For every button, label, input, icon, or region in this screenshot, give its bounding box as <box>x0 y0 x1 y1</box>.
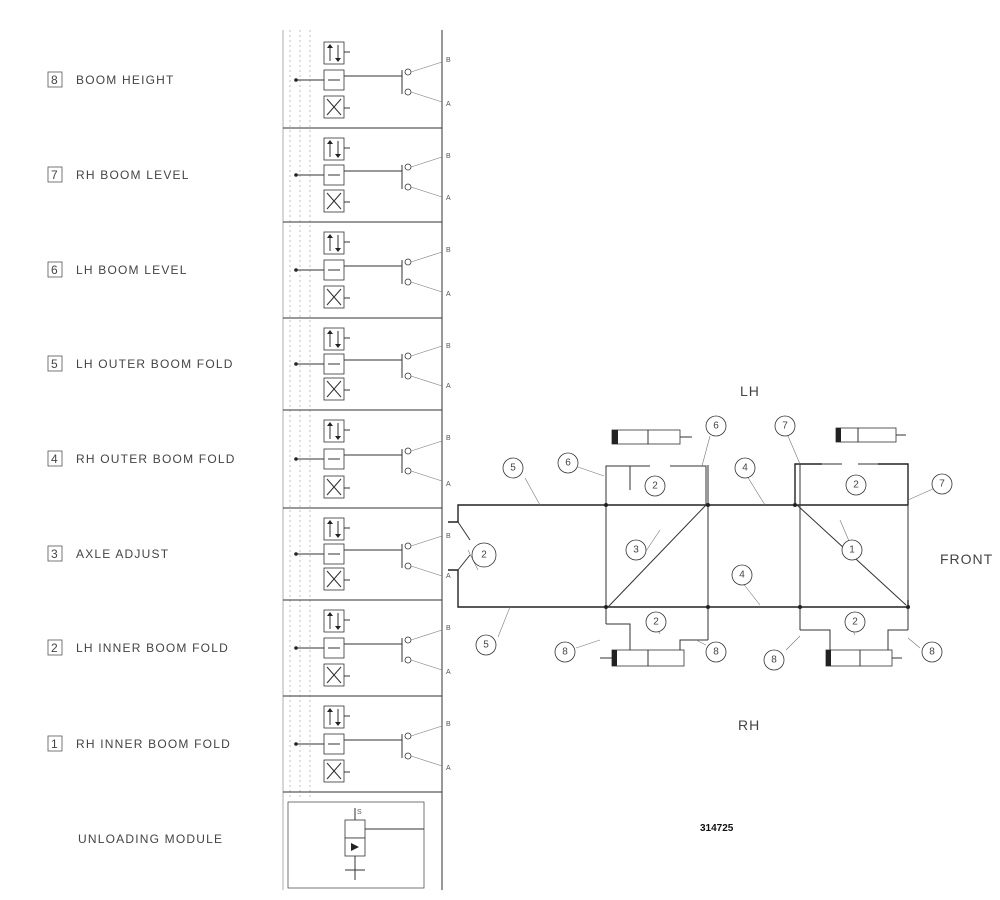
callout-1: 1 <box>841 539 863 561</box>
module-label-2: 2 LH INNER BOOM FOLD <box>47 639 229 656</box>
svg-text:2: 2 <box>481 550 487 561</box>
valve-section-3 <box>294 517 443 591</box>
module-index: 5 <box>51 357 58 371</box>
svg-text:8: 8 <box>929 647 935 658</box>
module-label-8: 8 BOOM HEIGHT <box>47 71 175 88</box>
port-a: A <box>446 195 451 202</box>
port-b: B <box>446 533 451 540</box>
side-label-rh: RH <box>738 717 760 733</box>
module-name: LH BOOM LEVEL <box>76 263 188 277</box>
module-name: LH INNER BOOM FOLD <box>76 641 229 655</box>
port-a: A <box>446 101 451 108</box>
port-b: B <box>446 625 451 632</box>
svg-text:4: 4 <box>739 570 745 581</box>
module-index: 2 <box>51 641 58 655</box>
module-label-7: 7 RH BOOM LEVEL <box>47 166 190 183</box>
module-label-4: 4 RH OUTER BOOM FOLD <box>47 450 236 467</box>
callout-2-bottom-right: 2 <box>844 611 866 633</box>
drawing-number: 314725 <box>700 823 734 834</box>
unloading-module-symbol: S <box>287 801 425 889</box>
callout-4-top: 4 <box>734 457 756 479</box>
valve-section-6 <box>294 231 443 309</box>
callouts: 5 6 2 6 7 2 7 4 3 1 4 2 5 8 2 8 8 2 8 <box>471 415 953 671</box>
callout-8-1: 8 <box>554 641 576 663</box>
port-b: B <box>446 153 451 160</box>
svg-text:2: 2 <box>853 480 859 491</box>
port-b: B <box>446 721 451 728</box>
module-label-3: 3 AXLE ADJUST <box>47 545 169 562</box>
port-b: B <box>446 435 451 442</box>
svg-text:2: 2 <box>652 481 658 492</box>
svg-text:6: 6 <box>713 421 719 432</box>
module-label-6: 6 LH BOOM LEVEL <box>47 261 188 278</box>
svg-text:8: 8 <box>562 647 568 658</box>
svg-text:7: 7 <box>782 421 788 432</box>
svg-text:4: 4 <box>742 463 748 474</box>
callout-4-bottom: 4 <box>731 564 753 586</box>
valve-section-2 <box>294 609 443 687</box>
module-index: 1 <box>51 737 58 751</box>
callout-2-top: 2 <box>644 475 666 497</box>
svg-text:2: 2 <box>852 617 858 628</box>
module-labels: 8 BOOM HEIGHT 7 RH BOOM LEVEL 6 LH BOOM LEVEL… <box>47 71 236 752</box>
callout-7-right: 7 <box>931 473 953 495</box>
port-a: A <box>446 765 451 772</box>
svg-text:8: 8 <box>771 655 777 666</box>
callout-8-4: 8 <box>921 641 943 663</box>
port-b: B <box>446 247 451 254</box>
callout-7-top: 7 <box>774 415 796 437</box>
callout-6-right: 6 <box>705 415 727 437</box>
svg-text:1: 1 <box>849 545 855 556</box>
callout-5-bottom: 5 <box>475 634 497 656</box>
side-label-lh: LH <box>740 383 760 399</box>
module-index: 7 <box>51 168 58 182</box>
port-a: A <box>446 669 451 676</box>
valve-section-8 <box>294 41 443 119</box>
callout-8-3: 8 <box>763 649 785 671</box>
port-a: A <box>446 383 451 390</box>
valve-section-5 <box>294 327 443 401</box>
callout-2-left: 2 <box>471 542 497 568</box>
svg-text:5: 5 <box>483 640 489 651</box>
svg-text:7: 7 <box>939 479 945 490</box>
module-index: 8 <box>51 73 58 87</box>
svg-text:3: 3 <box>633 545 639 556</box>
module-name: BOOM HEIGHT <box>76 73 175 87</box>
module-name: AXLE ADJUST <box>76 547 169 561</box>
port-a: A <box>446 573 451 580</box>
hydraulic-network <box>448 427 936 667</box>
module-name: RH BOOM LEVEL <box>76 168 190 182</box>
valve-section-7 <box>294 137 443 213</box>
callout-6-left: 6 <box>557 452 579 474</box>
callout-2-bottom-left: 2 <box>645 611 667 633</box>
valve-stack: B A B A B A B A B A B A B A B A <box>282 30 451 890</box>
svg-text:S: S <box>357 809 362 816</box>
valve-section-1 <box>294 705 443 783</box>
callout-3: 3 <box>625 539 647 561</box>
module-name: LH OUTER BOOM FOLD <box>76 357 234 371</box>
callout-8-2: 8 <box>705 641 727 663</box>
port-a: A <box>446 481 451 488</box>
module-index: 4 <box>51 452 58 466</box>
port-b: B <box>446 57 451 64</box>
callout-2-top-right: 2 <box>845 474 867 496</box>
svg-text:2: 2 <box>653 617 659 628</box>
module-name: RH INNER BOOM FOLD <box>76 737 231 751</box>
valve-section-4 <box>294 419 443 499</box>
module-label-1: 1 RH INNER BOOM FOLD <box>47 735 231 752</box>
module-index: 3 <box>51 547 58 561</box>
unload-module-label: UNLOADING MODULE <box>78 832 223 846</box>
module-label-5: 5 LH OUTER BOOM FOLD <box>47 355 234 372</box>
svg-text:6: 6 <box>565 458 571 469</box>
svg-text:8: 8 <box>713 647 719 658</box>
svg-text:5: 5 <box>510 463 516 474</box>
module-index: 6 <box>51 263 58 277</box>
port-a: A <box>446 291 451 298</box>
port-b: B <box>446 343 451 350</box>
front-label: FRONT <box>940 551 993 567</box>
module-name: RH OUTER BOOM FOLD <box>76 452 236 466</box>
callout-5-top: 5 <box>502 457 524 479</box>
